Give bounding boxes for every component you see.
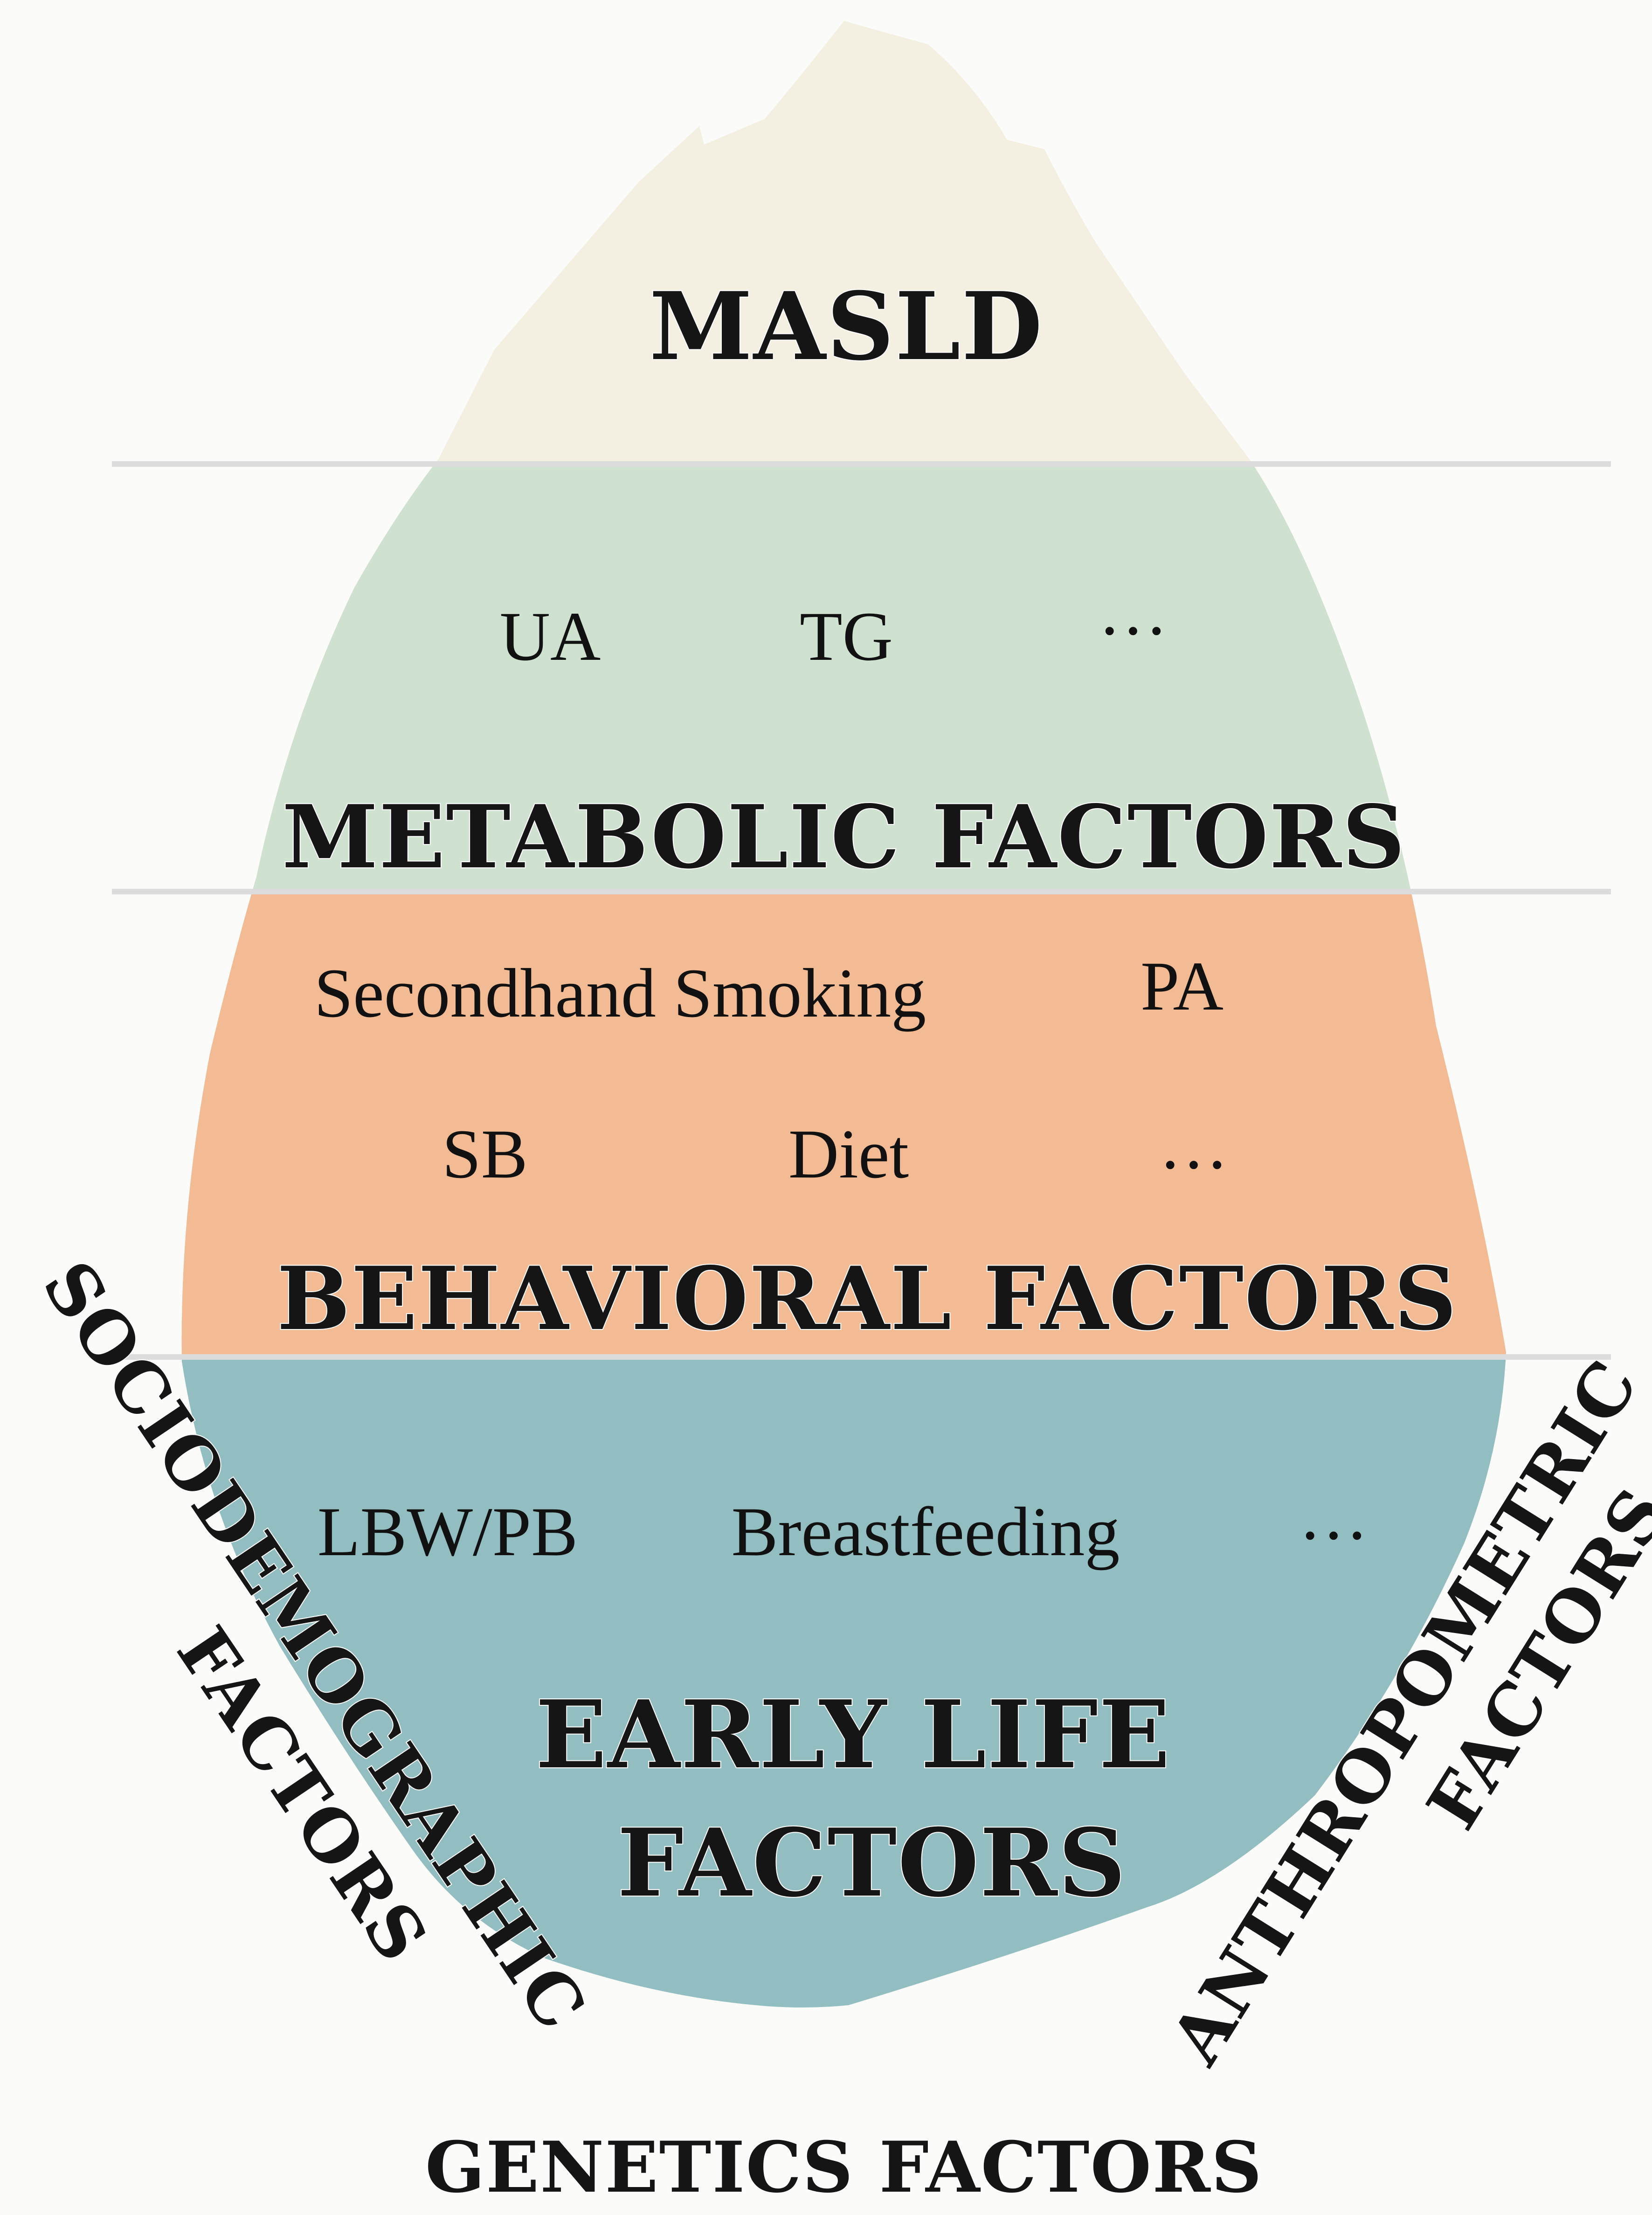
masld-title: MASLD: [649, 272, 1043, 381]
metabolic-item-tg: TG: [800, 598, 893, 675]
early-life-item-breastfeeding: Breastfeeding: [732, 1493, 1120, 1571]
genetics-title: GENETICS FACTORS: [425, 2126, 1263, 2208]
band-metabolic: [181, 462, 1507, 891]
behavioral-item-ellipsis: …: [1159, 1106, 1229, 1184]
divider-lines: [112, 461, 1611, 1360]
behavioral-item-diet: Diet: [788, 1115, 909, 1193]
behavioral-item-pa: PA: [1141, 948, 1223, 1025]
metabolic-item-ua: UA: [500, 598, 601, 675]
band-tip: [181, 21, 1507, 462]
early-life-item-ellipsis: …: [1299, 1477, 1369, 1554]
behavioral-item-secondhand-smoking: Secondhand Smoking: [314, 955, 926, 1032]
metabolic-title: METABOLIC FACTORS: [282, 786, 1406, 888]
metabolic-item-ellipsis: …: [1098, 572, 1168, 650]
behavioral-item-sb: SB: [442, 1115, 527, 1193]
behavioral-title: BEHAVIORAL FACTORS: [277, 1247, 1458, 1350]
early-life-title-line1: EARLY LIFE: [536, 1680, 1171, 1790]
early-life-item-lbw-pb: LBW/PB: [318, 1493, 578, 1571]
early-life-title-line2: FACTORS: [617, 1808, 1127, 1918]
band-behavioral: [181, 891, 1507, 1357]
